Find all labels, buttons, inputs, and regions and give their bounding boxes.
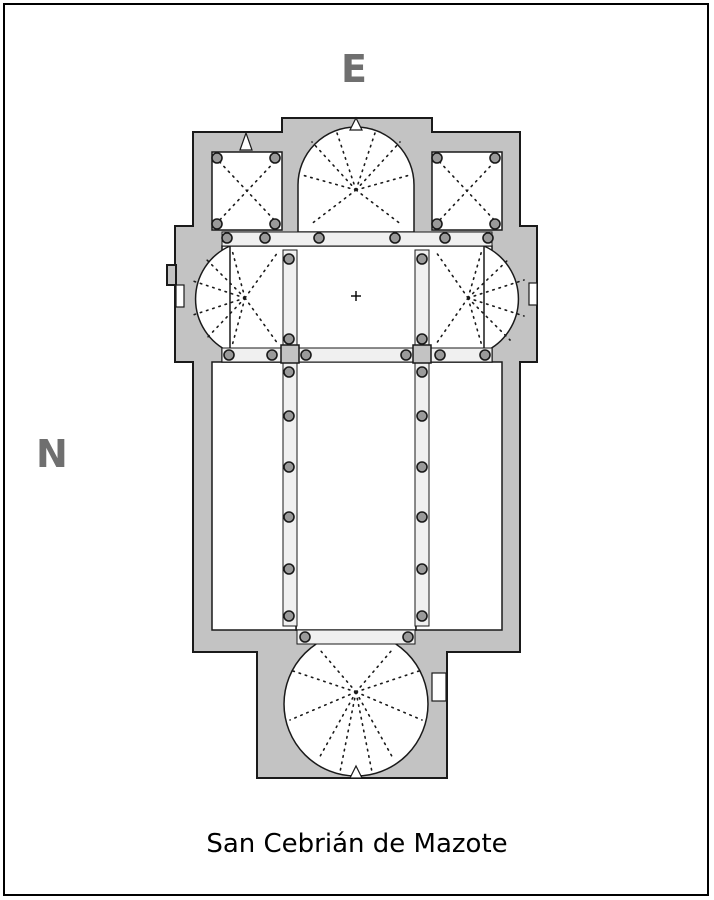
column bbox=[221, 232, 233, 244]
column bbox=[211, 218, 223, 230]
column bbox=[283, 366, 295, 378]
column bbox=[400, 349, 412, 361]
west-apse bbox=[283, 631, 429, 777]
column bbox=[283, 461, 295, 473]
window-apse-east bbox=[349, 116, 363, 131]
column bbox=[283, 511, 295, 523]
column bbox=[269, 218, 281, 230]
column bbox=[389, 232, 401, 244]
column bbox=[416, 610, 428, 622]
column bbox=[489, 218, 501, 230]
door-north bbox=[175, 284, 185, 308]
arcade-west bbox=[296, 629, 416, 645]
door-south bbox=[528, 282, 538, 306]
pier-south bbox=[412, 344, 432, 364]
south-aisle bbox=[415, 361, 503, 631]
column bbox=[300, 349, 312, 361]
south-transept-apse bbox=[483, 244, 520, 354]
crossing-center-mark bbox=[351, 291, 361, 301]
column bbox=[283, 333, 295, 345]
column bbox=[416, 511, 428, 523]
transept bbox=[221, 245, 493, 363]
column bbox=[416, 333, 428, 345]
column bbox=[266, 349, 278, 361]
column bbox=[283, 563, 295, 575]
column bbox=[259, 232, 271, 244]
pier-north bbox=[280, 344, 300, 364]
column bbox=[489, 152, 501, 164]
column bbox=[431, 218, 443, 230]
column bbox=[416, 366, 428, 378]
column bbox=[416, 253, 428, 265]
column bbox=[211, 152, 223, 164]
column bbox=[223, 349, 235, 361]
column bbox=[269, 152, 281, 164]
column bbox=[283, 610, 295, 622]
vault-ribs bbox=[189, 129, 525, 773]
window-apse-west bbox=[349, 764, 363, 779]
plan-title: San Cebrián de Mazote bbox=[206, 829, 508, 859]
door-west bbox=[431, 672, 447, 702]
east-apse bbox=[297, 126, 415, 233]
column bbox=[283, 253, 295, 265]
column bbox=[416, 410, 428, 422]
column bbox=[479, 349, 491, 361]
column bbox=[416, 461, 428, 473]
column bbox=[283, 410, 295, 422]
column bbox=[402, 631, 414, 643]
arcade-south bbox=[414, 249, 430, 627]
north-aisle bbox=[211, 361, 297, 631]
north-transept-apse bbox=[194, 244, 231, 354]
columns bbox=[211, 152, 501, 643]
compass-east-label: E bbox=[341, 47, 367, 91]
column bbox=[431, 152, 443, 164]
window-chapel-north bbox=[239, 131, 253, 151]
column bbox=[482, 232, 494, 244]
compass-north-label: N bbox=[36, 432, 68, 476]
column bbox=[313, 232, 325, 244]
arcade-transept-west bbox=[221, 347, 493, 363]
column bbox=[416, 563, 428, 575]
column bbox=[439, 232, 451, 244]
column bbox=[299, 631, 311, 643]
north-buttress bbox=[166, 264, 177, 286]
column bbox=[434, 349, 446, 361]
